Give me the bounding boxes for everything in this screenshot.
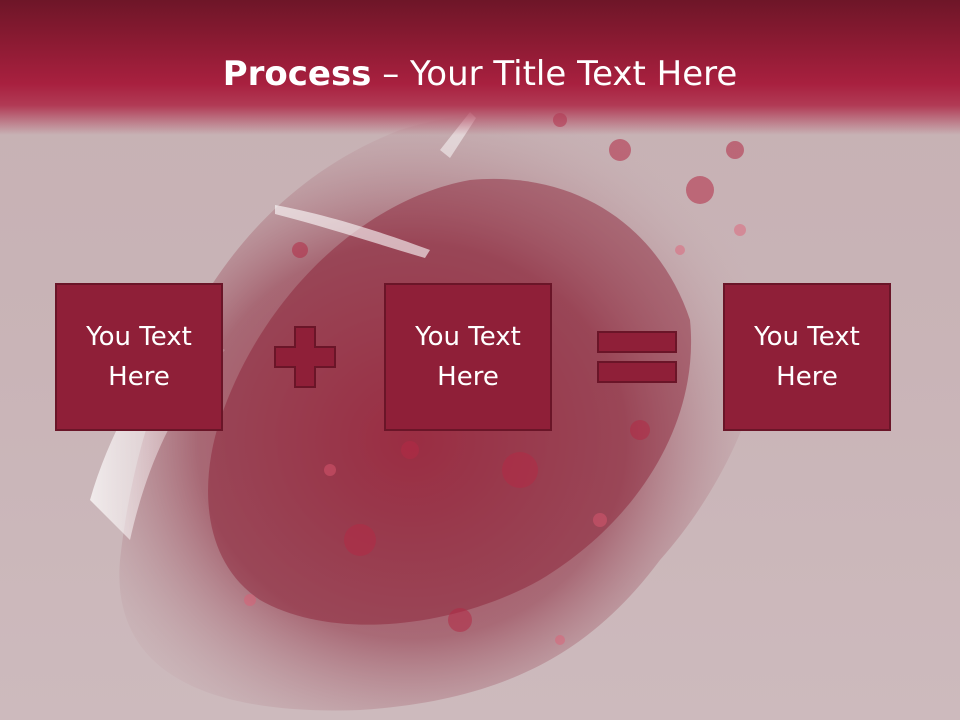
process-box-2-text: You Text Here [415,322,521,392]
equals-icon [597,331,677,383]
title-bold-part: Process [222,54,372,94]
process-box-3[interactable]: You Text Here [723,283,891,431]
process-box-2[interactable]: You Text Here [384,283,552,431]
slide-title: Process – Your Title Text Here [0,52,960,96]
process-box-1[interactable]: You Text Here [55,283,223,431]
plus-icon [274,326,336,388]
process-box-3-text: You Text Here [754,322,860,392]
title-rest-part: – Your Title Text Here [371,54,738,94]
header-band [0,0,960,135]
process-box-1-text: You Text Here [86,322,192,392]
